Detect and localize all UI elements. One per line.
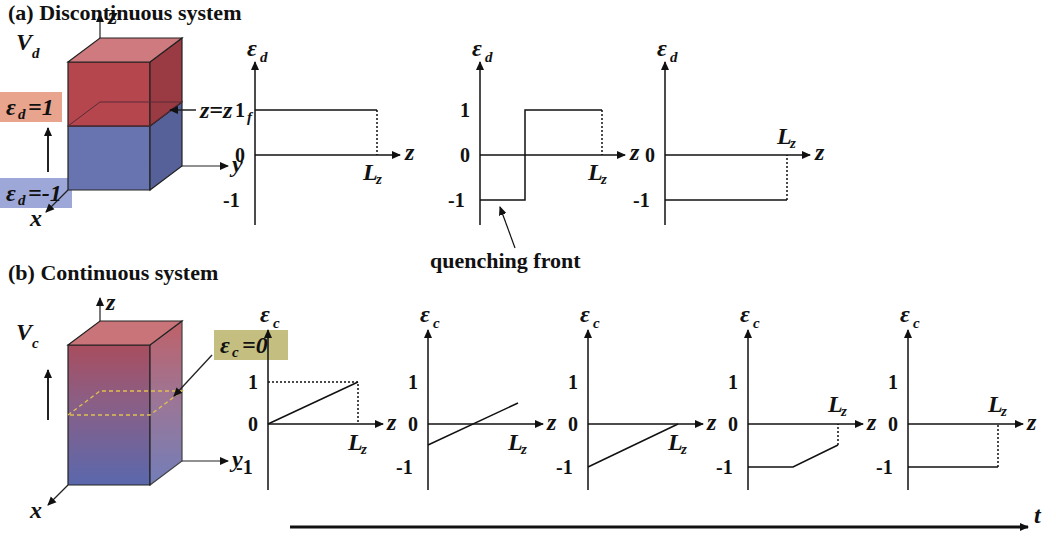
tick-label: -1: [556, 457, 573, 477]
tick-label: 1: [235, 100, 245, 120]
subscript: d: [32, 46, 40, 61]
subscript: z: [790, 136, 796, 151]
symbol: z=z: [200, 98, 232, 122]
tick-label: 1: [248, 372, 258, 392]
axis-label: z: [106, 290, 115, 314]
subscript: c: [273, 316, 280, 331]
subscript: z: [376, 172, 382, 187]
subscript: z: [521, 442, 527, 457]
axis-label: L: [988, 392, 1003, 416]
axis-label: L: [363, 160, 378, 184]
tick-label: -1: [716, 457, 733, 477]
symbol: ε: [6, 95, 16, 119]
cube-b: [48, 298, 288, 505]
symbol: ε: [220, 333, 230, 357]
axis-label: ε: [260, 302, 270, 326]
tick-label: -1: [448, 190, 465, 210]
tick-label: 0: [728, 414, 738, 434]
tick-label: 0: [235, 145, 245, 165]
axis-label: L: [508, 430, 523, 454]
axis-label: z: [815, 140, 824, 164]
tick-label: 0: [408, 414, 418, 434]
subscript: z: [1001, 404, 1007, 419]
tick-label: 1: [568, 372, 578, 392]
subscript: c: [593, 316, 600, 331]
subscript: d: [18, 193, 26, 208]
subscript: d: [18, 107, 26, 122]
tick-label: 0: [888, 414, 898, 434]
tick-label: -1: [223, 190, 240, 210]
subscript: c: [232, 345, 239, 360]
subscript: c: [32, 336, 39, 351]
panel-title: (a) Discontinuous system: [8, 2, 241, 24]
subscript: z: [841, 404, 847, 419]
axis-label: L: [668, 430, 683, 454]
axis-label: x: [30, 498, 42, 522]
axis-label: ε: [420, 302, 430, 326]
symbol: =1: [28, 95, 54, 119]
tick-label: 0: [460, 145, 470, 165]
tick-label: 0: [568, 414, 578, 434]
symbol: =0: [242, 333, 268, 357]
tick-label: -1: [236, 457, 253, 477]
tick-label: 1: [888, 372, 898, 392]
axis-label: ε: [580, 302, 590, 326]
axis-label: t: [1034, 503, 1041, 527]
tick-label: 1: [408, 372, 418, 392]
axis-label: z: [405, 140, 414, 164]
axis-label: z: [387, 410, 396, 434]
annotation: quenching front: [430, 250, 581, 272]
subscript: z: [601, 172, 607, 187]
tick-label: -1: [633, 190, 650, 210]
axis-label: z: [1027, 410, 1036, 434]
tick-label: 0: [645, 145, 655, 165]
symbol: V: [16, 320, 32, 344]
axis-label: ε: [740, 302, 750, 326]
axis-label: L: [348, 430, 363, 454]
axis-label: ε: [900, 302, 910, 326]
subscript: d: [485, 50, 493, 65]
subscript: c: [433, 316, 440, 331]
plots-a: [255, 62, 810, 248]
axis-label: z: [108, 4, 117, 28]
subscript: z: [681, 442, 687, 457]
subscript: f: [247, 110, 252, 125]
tick-label: -1: [396, 457, 413, 477]
tick-label: 0: [248, 414, 258, 434]
axis-label: ε: [247, 36, 257, 60]
symbol: V: [16, 30, 32, 54]
tick-label: 1: [728, 372, 738, 392]
subscript: z: [361, 442, 367, 457]
axis-label: x: [30, 206, 42, 230]
subscript: c: [913, 316, 920, 331]
axis-label: z: [707, 410, 716, 434]
axis-label: L: [588, 160, 603, 184]
axis-label: L: [777, 124, 792, 148]
tick-label: -1: [876, 457, 893, 477]
subscript: d: [670, 50, 678, 65]
axis-label: z: [547, 410, 556, 434]
panel-title: (b) Continuous system: [8, 262, 218, 284]
cube-a: [0, 14, 228, 212]
subscript: c: [753, 316, 760, 331]
axis-label: ε: [472, 36, 482, 60]
axis-label: z: [630, 140, 639, 164]
axis-label: ε: [657, 36, 667, 60]
plots-b: [268, 330, 1028, 527]
axis-label: z: [867, 410, 876, 434]
symbol: =-1: [28, 181, 62, 205]
subscript: d: [260, 50, 268, 65]
tick-label: 1: [460, 100, 470, 120]
axis-label: L: [828, 392, 843, 416]
symbol: ε: [6, 181, 16, 205]
